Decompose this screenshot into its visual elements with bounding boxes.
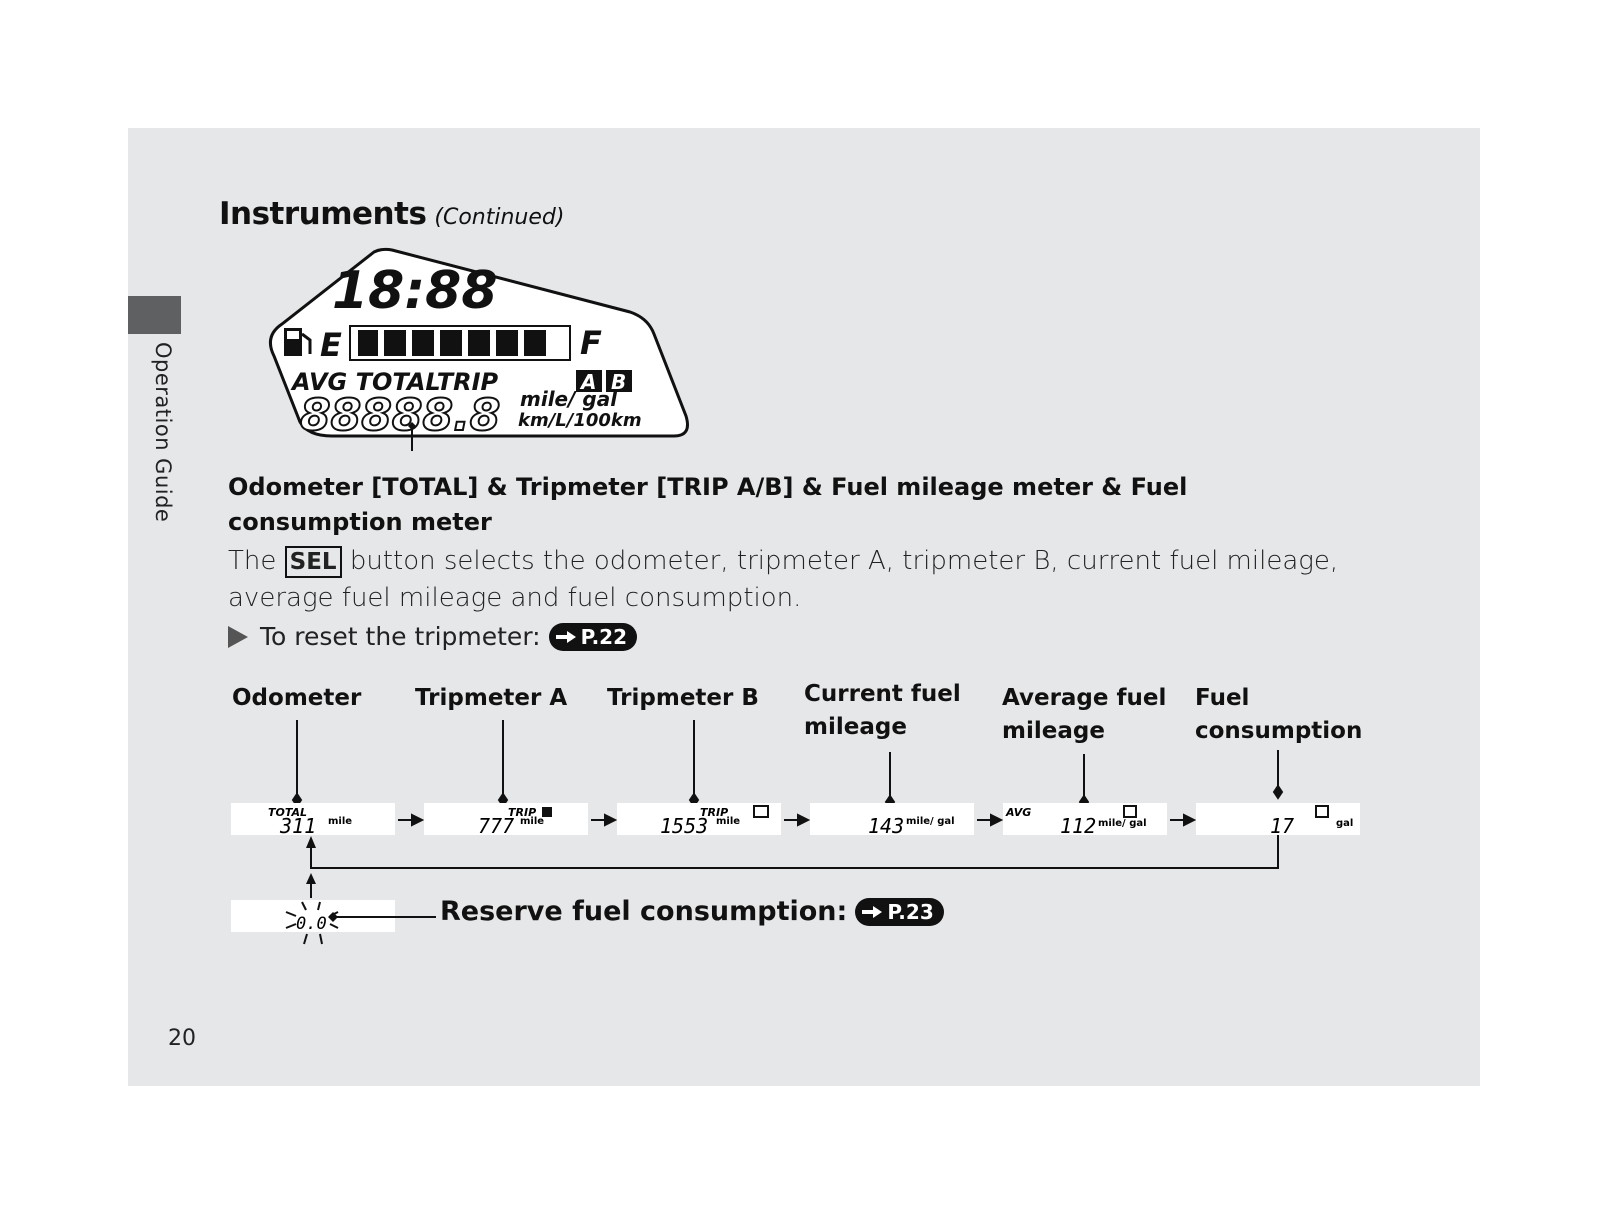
body-part-1: The (228, 546, 277, 576)
label-fuel-consumption: Fuel consumption (1195, 685, 1363, 744)
lcd-display-illustration: 18:88 E F AVG TOTALTRIP A B 88888.8 mile… (268, 247, 689, 451)
lcd-fuel-e: E (320, 326, 342, 364)
lcd-fuel-f: F (580, 324, 602, 362)
page-ref-link[interactable]: P.22 (548, 622, 638, 651)
sel-button-label: SEL (284, 546, 342, 578)
title-continued: (Continued) (434, 205, 565, 230)
lcd-digits: 88888.8 (300, 390, 500, 441)
lcd-clock: 18:88 (332, 261, 498, 321)
reserve-fuel-reference: Reserve fuel consumption: P.23 (440, 896, 944, 927)
label-average-fuel-mileage: Average fuel mileage (1002, 685, 1167, 744)
reserve-page-ref-link[interactable]: P.23 (855, 897, 944, 926)
lcd-trip-a: A (579, 370, 596, 394)
body-part-2: button selects the odometer, tripmeter A… (228, 546, 1339, 613)
arrow-right-icon (862, 905, 883, 918)
section-heading: Odometer [TOTAL] & Tripmeter [TRIP A/B] … (228, 473, 1188, 536)
fuel-gauge-bars (349, 325, 571, 361)
reserve-page-ref-label: P.23 (887, 899, 934, 924)
fuel-pump-icon (284, 328, 312, 356)
page-ref-label: P.22 (580, 624, 628, 649)
section-tab (128, 296, 181, 334)
reserve-text: Reserve fuel consumption: (440, 896, 848, 927)
reset-reference: To reset the tripmeter: P.22 (228, 622, 638, 651)
page-title: Instruments (Continued) (219, 196, 564, 232)
body-paragraph: The SEL button selects the odometer, tri… (228, 543, 1378, 617)
lcd-modes: AVG TOTALTRIP (290, 368, 499, 396)
label-current-fuel-mileage: Current fuel mileage (804, 681, 961, 740)
lcd-unit-2: km/L/100km (518, 410, 642, 431)
title-main: Instruments (219, 196, 427, 232)
label-tripmeter-a: Tripmeter A (415, 685, 568, 711)
lcd-trip-b: B (611, 370, 626, 394)
page-number: 20 (168, 1026, 196, 1051)
section-label: Operation Guide (151, 342, 175, 523)
lcd-unit-1: mile/ gal (520, 387, 618, 411)
triangle-bullet-icon (228, 625, 248, 648)
label-tripmeter-b: Tripmeter B (607, 685, 759, 711)
reset-text: To reset the tripmeter: (260, 622, 541, 651)
label-odometer: Odometer (232, 685, 362, 711)
arrow-right-icon (555, 630, 576, 643)
